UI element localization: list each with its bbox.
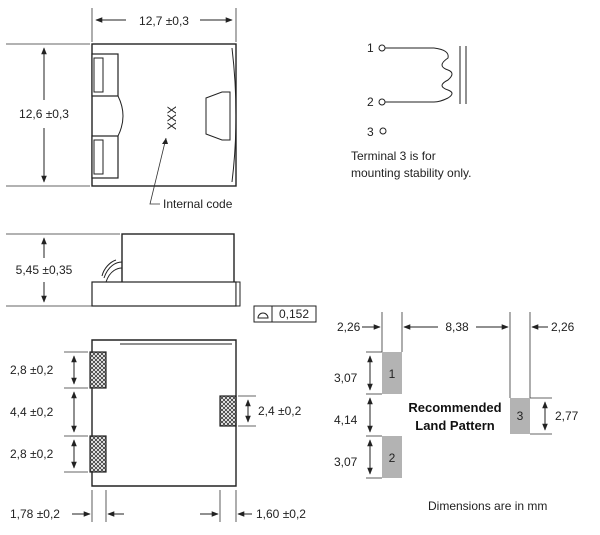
pad-top-dim: 2,8 ±0,2 xyxy=(10,363,54,377)
units-note: Dimensions are in mm xyxy=(428,499,547,513)
schematic: 1 2 3 Terminal 3 is for mounting stabili… xyxy=(351,41,472,180)
pin1-label: 1 xyxy=(367,41,374,55)
pin3-label: 3 xyxy=(367,125,374,139)
land-left-width: 2,26 xyxy=(337,320,361,334)
pad-gap-dim: 4,4 ±0,2 xyxy=(10,405,54,419)
terminal-note-1: Terminal 3 is for xyxy=(351,149,436,163)
land-pattern: 2,26 8,38 2,26 1 2 3 3,07 4,14 3,07 2,77… xyxy=(334,312,579,479)
pin2-label: 2 xyxy=(367,95,374,109)
bottom-pad-2 xyxy=(89,435,107,473)
land-title-2: Land Pattern xyxy=(415,418,495,433)
top-width-dim: 12,7 ±0,3 xyxy=(139,14,189,28)
right-pad-dim: 2,4 ±0,2 xyxy=(258,404,302,418)
right-width-dim: 1,60 ±0,2 xyxy=(256,507,306,521)
land-pad-1 xyxy=(382,352,402,394)
pad-bottom-dim: 2,8 ±0,2 xyxy=(10,447,54,461)
land-pad-3 xyxy=(510,398,530,434)
marking-text: XXX xyxy=(165,106,179,130)
side-view: 5,45 ±0,35 0,152 xyxy=(6,233,317,323)
left-width-dim: 1,78 ±0,2 xyxy=(10,507,60,521)
land-pad1-height: 3,07 xyxy=(334,371,358,385)
land-pad-2-label: 2 xyxy=(389,451,396,465)
land-right-width: 2,26 xyxy=(551,320,575,334)
internal-code-label: Internal code xyxy=(163,197,233,211)
land-title-1: Recommended xyxy=(408,400,501,415)
top-view: 12,7 ±0,3 12,6 ±0,3 XXX Internal code xyxy=(6,8,237,211)
land-pad2-height: 3,07 xyxy=(334,455,358,469)
flatness-value: 0,152 xyxy=(279,307,309,321)
bottom-pad-1 xyxy=(89,351,107,389)
bottom-pad-3 xyxy=(219,395,237,427)
side-height-dim: 5,45 ±0,35 xyxy=(16,263,73,277)
land-gap-height: 4,14 xyxy=(334,413,358,427)
land-pad-3-label: 3 xyxy=(517,409,524,423)
top-height-dim: 12,6 ±0,3 xyxy=(19,107,69,121)
terminal-note-2: mounting stability only. xyxy=(351,166,472,180)
land-span: 8,38 xyxy=(445,320,469,334)
bottom-view: 2,8 ±0,2 4,4 ±0,2 2,8 ±0,2 2,4 ±0,2 1,78… xyxy=(10,339,306,522)
land-pad-2 xyxy=(382,436,402,478)
land-pad-1-label: 1 xyxy=(389,367,396,381)
land-pad3-height: 2,77 xyxy=(555,409,579,423)
